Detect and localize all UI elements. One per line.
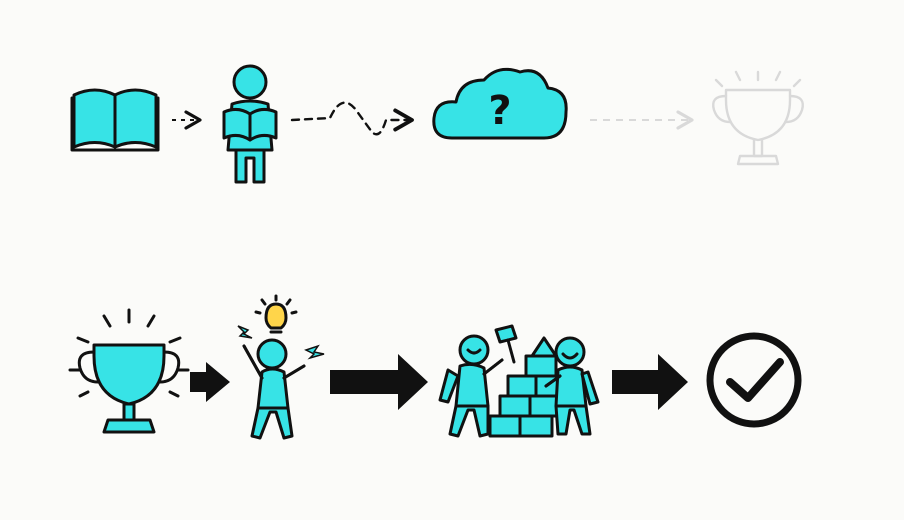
- person-reading-icon: [222, 64, 278, 184]
- shining-trophy-icon: [68, 308, 190, 434]
- connector-bold-arrow: [330, 354, 428, 410]
- faded-trophy-icon: [712, 70, 804, 166]
- two-people-building-blocks-icon: [438, 324, 600, 438]
- question-mark-glyph: ?: [488, 88, 511, 134]
- top-row: ?: [70, 64, 804, 184]
- checkmark-circle-icon: [706, 332, 802, 428]
- question-cloud-icon: ?: [432, 67, 568, 140]
- open-book-icon: [70, 88, 160, 152]
- connector-bold-arrow: [612, 354, 688, 410]
- person-lightbulb-idea-icon: [237, 294, 325, 440]
- bottom-row: [68, 294, 802, 440]
- connector-bold-arrow: [190, 362, 230, 402]
- connector-wavy-dashed-arrow: [290, 101, 414, 136]
